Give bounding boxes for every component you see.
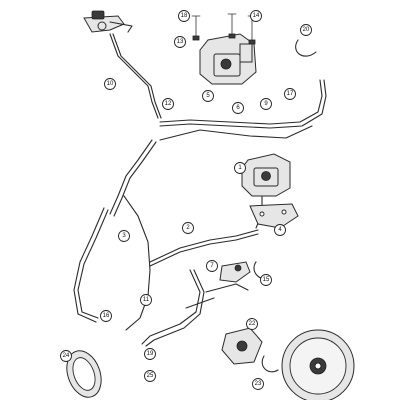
svg-text:19: 19 [147, 351, 154, 357]
callout-14: 14 [250, 10, 262, 22]
callout-3: 3 [118, 230, 130, 242]
rear-master-cylinder [185, 261, 251, 309]
callout-15: 15 [260, 274, 272, 286]
callout-6: 6 [232, 102, 244, 114]
svg-text:1: 1 [238, 165, 242, 171]
svg-text:23: 23 [255, 381, 262, 387]
callout-10: 10 [104, 78, 116, 90]
callout-19: 19 [144, 348, 156, 360]
svg-text:14: 14 [253, 13, 260, 19]
callout-25: 25 [144, 370, 156, 382]
callout-1: 1 [234, 162, 246, 174]
callout-20: 20 [300, 24, 312, 36]
svg-text:18: 18 [181, 13, 188, 19]
svg-text:17: 17 [287, 91, 294, 97]
svg-text:7: 7 [210, 263, 214, 269]
svg-text:13: 13 [177, 39, 184, 45]
callout-16: 16 [100, 310, 112, 322]
svg-text:9: 9 [264, 101, 268, 107]
sensor-ring [66, 350, 102, 398]
svg-text:12: 12 [165, 101, 172, 107]
svg-text:22: 22 [249, 321, 256, 327]
svg-text:11: 11 [143, 297, 150, 303]
svg-text:6: 6 [236, 105, 240, 111]
svg-text:3: 3 [122, 233, 126, 239]
svg-text:4: 4 [278, 227, 282, 233]
brake-lines [73, 33, 327, 347]
front-master-cylinder [83, 10, 133, 33]
rear-caliper [221, 327, 263, 365]
callout-4: 4 [274, 224, 286, 236]
callout-7: 7 [206, 260, 218, 272]
svg-text:15: 15 [263, 277, 270, 283]
svg-text:16: 16 [103, 313, 110, 319]
callouts: 18 14 20 13 10 1 5 6 9 12 17 2 3 4 7 11 … [60, 10, 312, 390]
callout-23: 23 [252, 378, 264, 390]
callout-5: 5 [202, 90, 214, 102]
svg-text:24: 24 [63, 353, 70, 359]
svg-text:10: 10 [107, 81, 114, 87]
abs-modulator-upper [191, 13, 257, 85]
callout-24: 24 [60, 350, 72, 362]
svg-text:5: 5 [206, 93, 210, 99]
brake-disc [281, 329, 355, 400]
callout-18: 18 [178, 10, 190, 22]
callout-11: 11 [140, 294, 152, 306]
callout-12: 12 [162, 98, 174, 110]
svg-text:25: 25 [147, 373, 154, 379]
callout-9: 9 [260, 98, 272, 110]
callout-22: 22 [246, 318, 258, 330]
svg-text:20: 20 [303, 27, 310, 33]
callout-17: 17 [284, 88, 296, 100]
abs-modulator-lower [241, 153, 299, 229]
callout-2: 2 [182, 222, 194, 234]
svg-text:2: 2 [186, 225, 190, 231]
callout-13: 13 [174, 36, 186, 48]
